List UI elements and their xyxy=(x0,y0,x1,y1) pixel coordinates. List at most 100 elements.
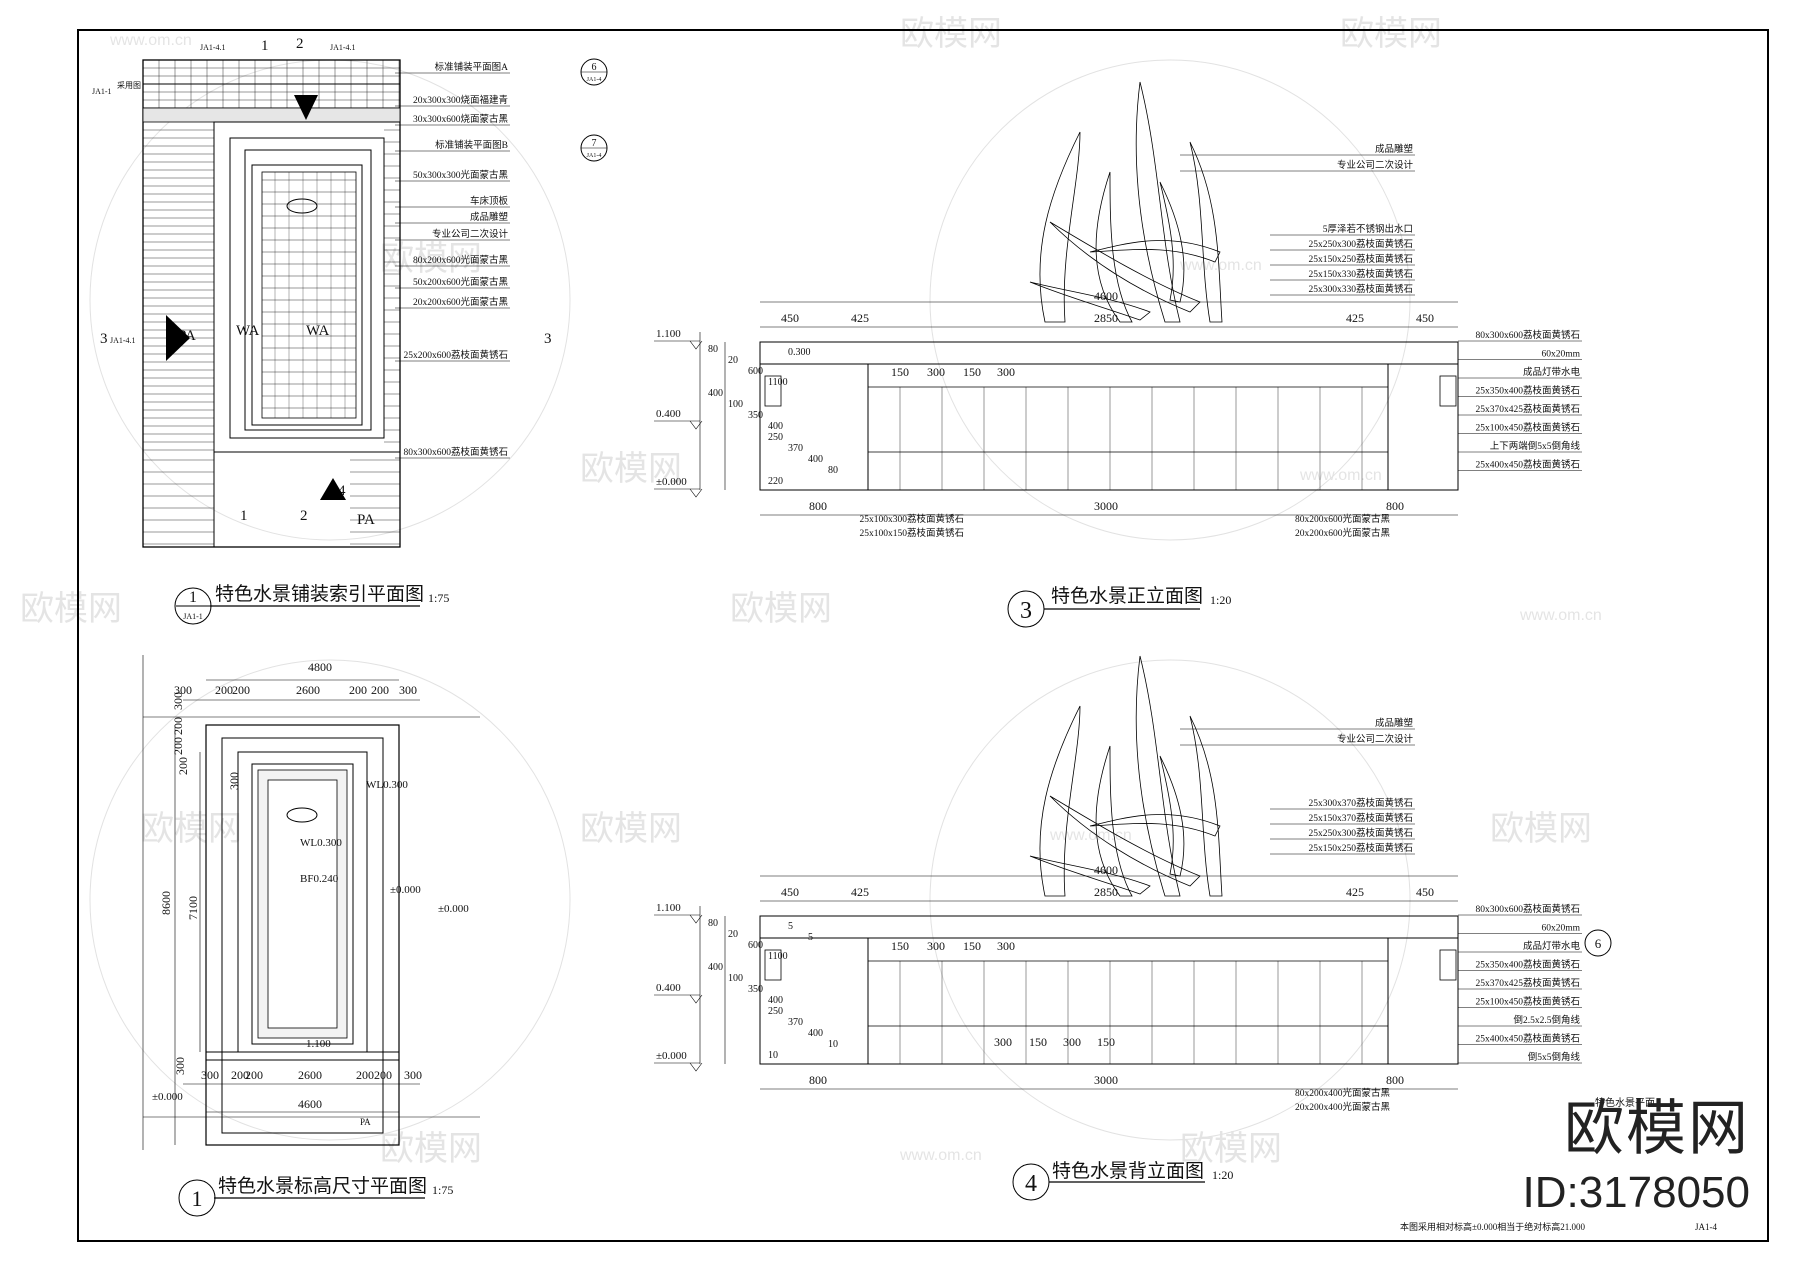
callout-label: 25x370x425荔枝面黄锈石 xyxy=(1475,403,1580,415)
callout-label: 标准铺装平面图B xyxy=(435,139,508,151)
sheet-number: JA1-4 xyxy=(1695,1222,1717,1232)
dimension: 150 xyxy=(891,939,909,953)
dimension: 300 xyxy=(927,939,945,953)
detail-bubble-ref: JA1-4 xyxy=(587,153,602,159)
callout-label: 25x150x250荔枝面黄锈石 xyxy=(1308,842,1413,854)
callout-label: 25x100x300荔枝面黄锈石 xyxy=(859,513,964,525)
dimension: 600 xyxy=(748,940,763,951)
dimension: 200 xyxy=(374,1068,392,1082)
callout-label: 专业公司二次设计 xyxy=(1337,733,1414,745)
level-mark: ±0.000 xyxy=(656,476,687,488)
callout-label: 成品灯带水电 xyxy=(1523,940,1581,952)
dimension: 300 xyxy=(399,683,417,697)
callout-label: 25x100x150荔枝面黄锈石 xyxy=(859,527,964,539)
dimension: 400 xyxy=(808,1028,823,1039)
dimension: 10 xyxy=(768,1050,778,1061)
callout-label: 车床顶板 xyxy=(470,195,509,207)
dimension: 450 xyxy=(1416,311,1434,325)
dimension: 300 xyxy=(1063,1035,1081,1049)
dimension: 80 xyxy=(828,465,838,476)
sheet-border xyxy=(77,29,1769,1242)
elevation-dimension-plan xyxy=(142,655,480,1150)
dimension: 4600 xyxy=(1094,289,1118,303)
dimension: 370 xyxy=(788,443,803,454)
callout-label: 25x200x600荔枝面黄锈石 xyxy=(403,349,508,361)
detail-bubble-number: 6 xyxy=(592,62,597,73)
plan-label: JA1-4.1 xyxy=(330,43,356,52)
callout-label: 专业公司二次设计 xyxy=(432,228,509,240)
watermark-url: www.om.cn xyxy=(1049,827,1132,844)
dimension: 4600 xyxy=(298,1097,322,1111)
level-mark: ±0.000 xyxy=(390,884,421,896)
dimension: 100 xyxy=(728,973,743,984)
dimension: 80 xyxy=(708,344,718,355)
dimension: 250 xyxy=(768,432,783,443)
level-mark: 1.100 xyxy=(656,328,681,340)
watermark-brand: 欧模网 xyxy=(580,450,682,488)
callout-label: 25x400x450荔枝面黄锈石 xyxy=(1475,459,1580,471)
dimension: 300 xyxy=(997,365,1015,379)
callout-label: 25x250x300荔枝面黄锈石 xyxy=(1308,827,1413,839)
callout-label: 20x300x300烧面福建青 xyxy=(413,94,508,106)
callout-label: 5厚泽若不锈钢出水口 xyxy=(1323,223,1413,235)
view-title: 特色水景背立面图 xyxy=(1052,1160,1204,1182)
dimension: 8600 xyxy=(159,891,173,915)
view-number: 1 xyxy=(192,1186,203,1211)
dimension: 150 xyxy=(963,365,981,379)
dimension: 450 xyxy=(781,311,799,325)
dimension: 350 xyxy=(748,984,763,995)
watermark-url: www.om.cn xyxy=(899,1147,982,1164)
dimension: 300 xyxy=(997,939,1015,953)
plan-label: 2 xyxy=(296,36,304,52)
callout-label: 倒2.5x2.5倒角线 xyxy=(1513,1014,1580,1026)
plan-label: WA xyxy=(236,323,259,339)
dimension: 425 xyxy=(1346,311,1364,325)
callout-label: 20x200x600光面蒙古黑 xyxy=(413,296,509,308)
dimension: 300 xyxy=(994,1035,1012,1049)
dimension: 1100 xyxy=(768,377,788,388)
view-title-2: 1 特色水景标高尺寸平面图 1:75 xyxy=(178,1175,453,1217)
plan-label: WA xyxy=(306,323,329,339)
sheet-note: 本图采用相对标高±0.000相当于绝对标高21.000 xyxy=(1400,1221,1585,1232)
dimension: 150 xyxy=(963,939,981,953)
plan-label: JA1-4.1 xyxy=(200,43,226,52)
dimension: 800 xyxy=(809,499,827,513)
dimension: 200 xyxy=(231,1068,249,1082)
plan-label: 1 xyxy=(240,508,248,524)
dimension: 370 xyxy=(788,1017,803,1028)
dimension: 5 xyxy=(788,921,793,932)
detail-bubble-ref: JA1-4 xyxy=(587,77,602,83)
level-mark: BF0.240 xyxy=(300,873,339,885)
dimension: 2600 xyxy=(296,683,320,697)
dimension: 425 xyxy=(851,311,869,325)
view-scale: 1:75 xyxy=(432,1183,453,1197)
watermark-brand: 欧模网 xyxy=(1180,1130,1282,1168)
callout-label: 50x200x600光面蒙古黑 xyxy=(413,276,509,288)
watermark-brand-logo: 欧模网 xyxy=(1564,1095,1750,1162)
paving-hatch xyxy=(142,59,400,545)
plan-label: 特色水景平面 xyxy=(1595,1096,1655,1109)
callout-label: 25x150x370荔枝面黄锈石 xyxy=(1308,812,1413,824)
callout-label: 标准铺装平面图A xyxy=(435,61,509,73)
plan-label: 3 xyxy=(100,331,108,347)
dimension: 450 xyxy=(781,885,799,899)
watermark-id: ID:3178050 xyxy=(1522,1168,1750,1217)
callout-label: 80x200x600光面蒙古黑 xyxy=(1295,513,1391,525)
callout-label: 上下两端倒5x5倒角线 xyxy=(1490,440,1581,452)
view-scale: 1:20 xyxy=(1212,1168,1233,1182)
detail-bubble-number: 6 xyxy=(1595,936,1602,951)
watermark-url: www.om.cn xyxy=(1299,467,1382,484)
view-number: 1 xyxy=(189,589,197,606)
level-mark: ±0.000 xyxy=(656,1050,687,1062)
dimension: 400 xyxy=(768,421,783,432)
detail-bubble-number: 7 xyxy=(592,138,597,149)
watermark-brand: 欧模网 xyxy=(1490,810,1592,848)
callout-label: 50x300x300光面蒙古黑 xyxy=(413,169,509,181)
view-title-4: 4 特色水景背立面图 1:20 xyxy=(1012,1160,1233,1201)
callout-label: 60x20mm xyxy=(1541,350,1580,360)
dimension: 200 xyxy=(232,683,250,697)
callout-label: 25x370x425荔枝面黄锈石 xyxy=(1475,977,1580,989)
watermark-brand: 欧模网 xyxy=(140,810,242,848)
watermark-brand: 欧模网 xyxy=(380,1130,482,1168)
